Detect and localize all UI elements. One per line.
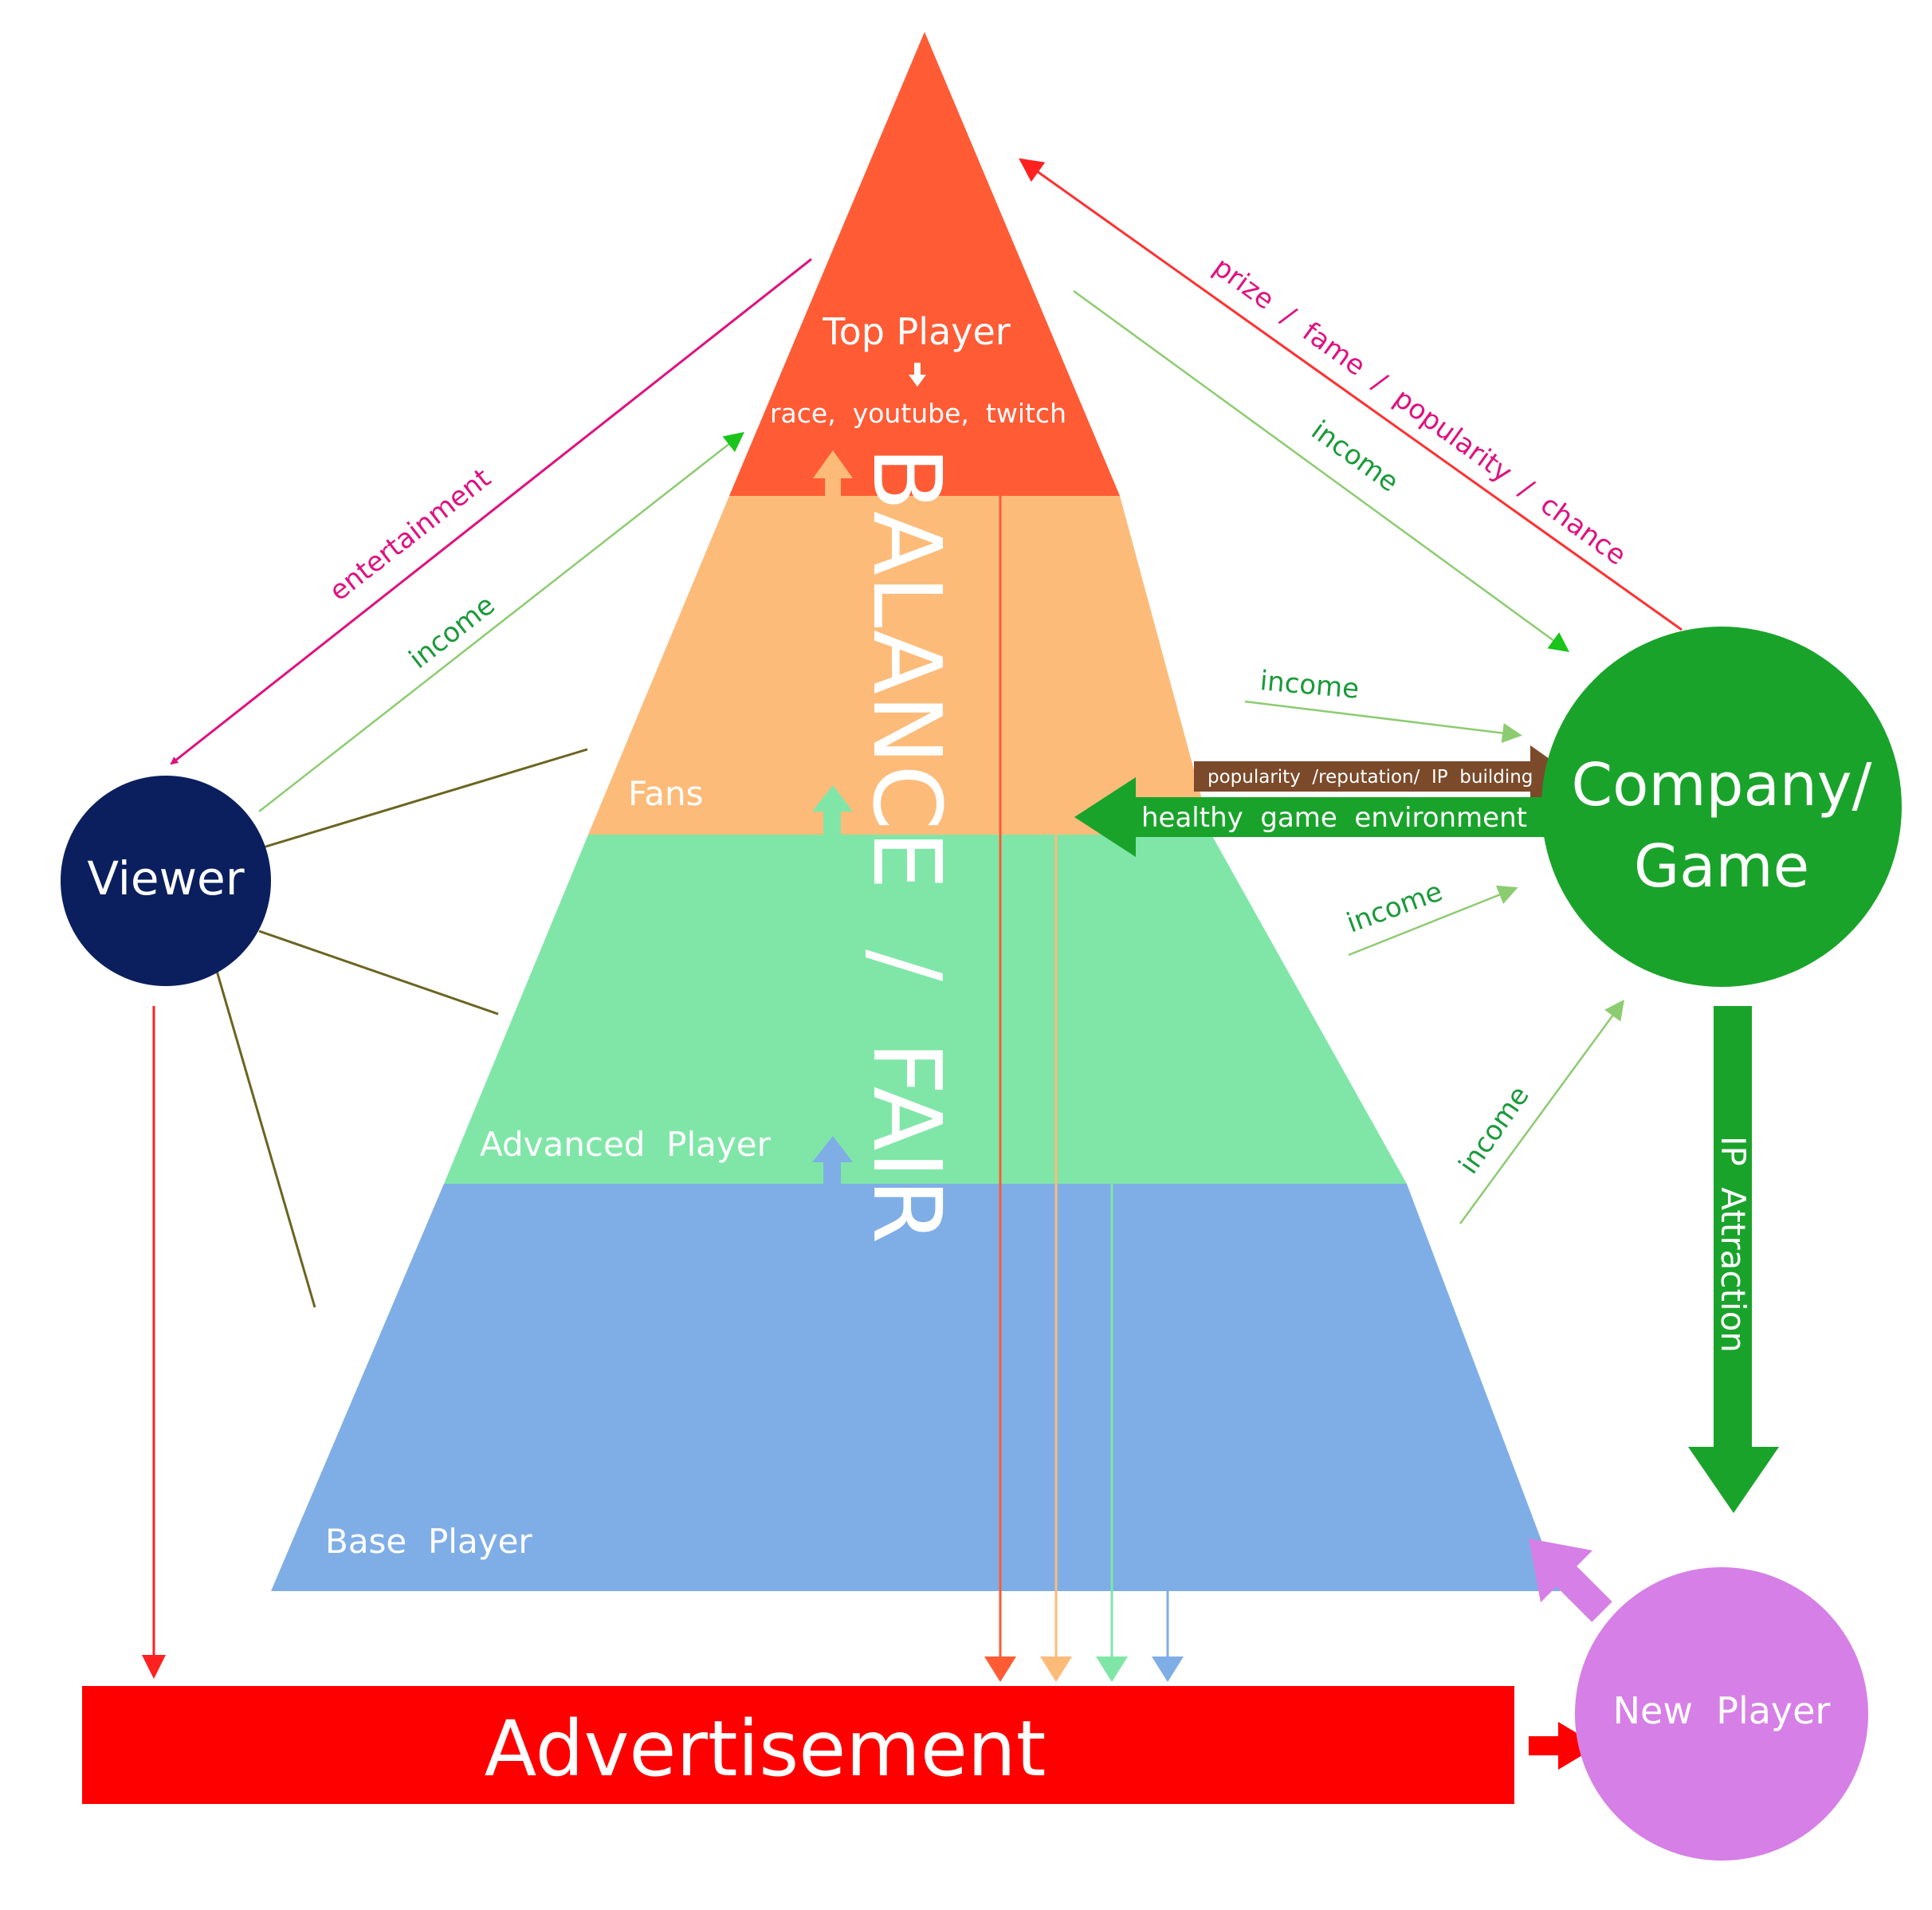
tier-fans-label: Fans xyxy=(628,774,704,813)
company-node xyxy=(1541,627,1902,987)
ip-attraction-arrow xyxy=(1688,1006,1779,1513)
popularity-label: popularity /reputation/ IP building xyxy=(1208,767,1533,788)
advertisement-bar xyxy=(82,1686,1514,1804)
edge-income-top xyxy=(1073,289,1570,652)
top-down-arrow xyxy=(909,363,926,387)
tier-top-sublabel: race, youtube, twitch xyxy=(770,398,1066,429)
new-player-node xyxy=(1575,1567,1868,1861)
tier-up-arrow-fans xyxy=(812,785,853,836)
income-base-label: income xyxy=(1453,1080,1536,1180)
healthy-environment-arrow xyxy=(1074,777,1553,857)
new-player-label: New Player xyxy=(1613,1689,1831,1732)
edge-entertainment xyxy=(170,257,812,765)
tier-base-shape xyxy=(271,1184,1561,1591)
balance-fair-text: BALANCE / FAIR xyxy=(852,446,962,1244)
income-adv-label: income xyxy=(1342,875,1447,939)
ad-to-new-player-arrow xyxy=(1529,1722,1598,1770)
edge-prize xyxy=(1019,158,1683,631)
healthy-label: healthy game environment xyxy=(1141,802,1527,834)
tier-base-label: Base Player xyxy=(325,1522,532,1561)
income-top-label: income xyxy=(1306,415,1404,499)
viewer-label: Viewer xyxy=(87,851,244,906)
company-label-line2: Game xyxy=(1634,832,1809,901)
tier-advanced-label: Advanced Player xyxy=(480,1125,772,1164)
entertainment-label: entertainment xyxy=(324,462,497,607)
edge-income-base xyxy=(1459,999,1624,1224)
income-fans-label: income xyxy=(1259,665,1361,705)
new-player-to-base-arrow xyxy=(1529,1539,1612,1622)
tier-top-label: Top Player xyxy=(822,310,1010,353)
tier-up-arrow-advanced xyxy=(812,1136,853,1185)
edge-income-viewer xyxy=(258,431,744,812)
tier-to-ad-lines xyxy=(984,496,1184,1682)
advertisement-label: Advertisement xyxy=(485,1704,1046,1794)
income-viewer-label: income xyxy=(403,589,501,675)
tier-advanced-shape xyxy=(444,835,1407,1184)
tier-top-shape xyxy=(729,32,1120,496)
viewer-node xyxy=(61,776,271,986)
viewer-olive-lines xyxy=(215,748,588,1308)
edge-income-fans xyxy=(1244,700,1522,743)
tier-fans-shape xyxy=(588,496,1211,835)
company-label-line1: Company/ xyxy=(1572,751,1872,819)
tier-up-arrow-top xyxy=(813,450,853,502)
ip-attraction-label: IP Attraction xyxy=(1714,1136,1753,1353)
edge-income-adv xyxy=(1348,885,1518,957)
prize-label: prize / fame / popularity / chance xyxy=(1208,251,1632,572)
